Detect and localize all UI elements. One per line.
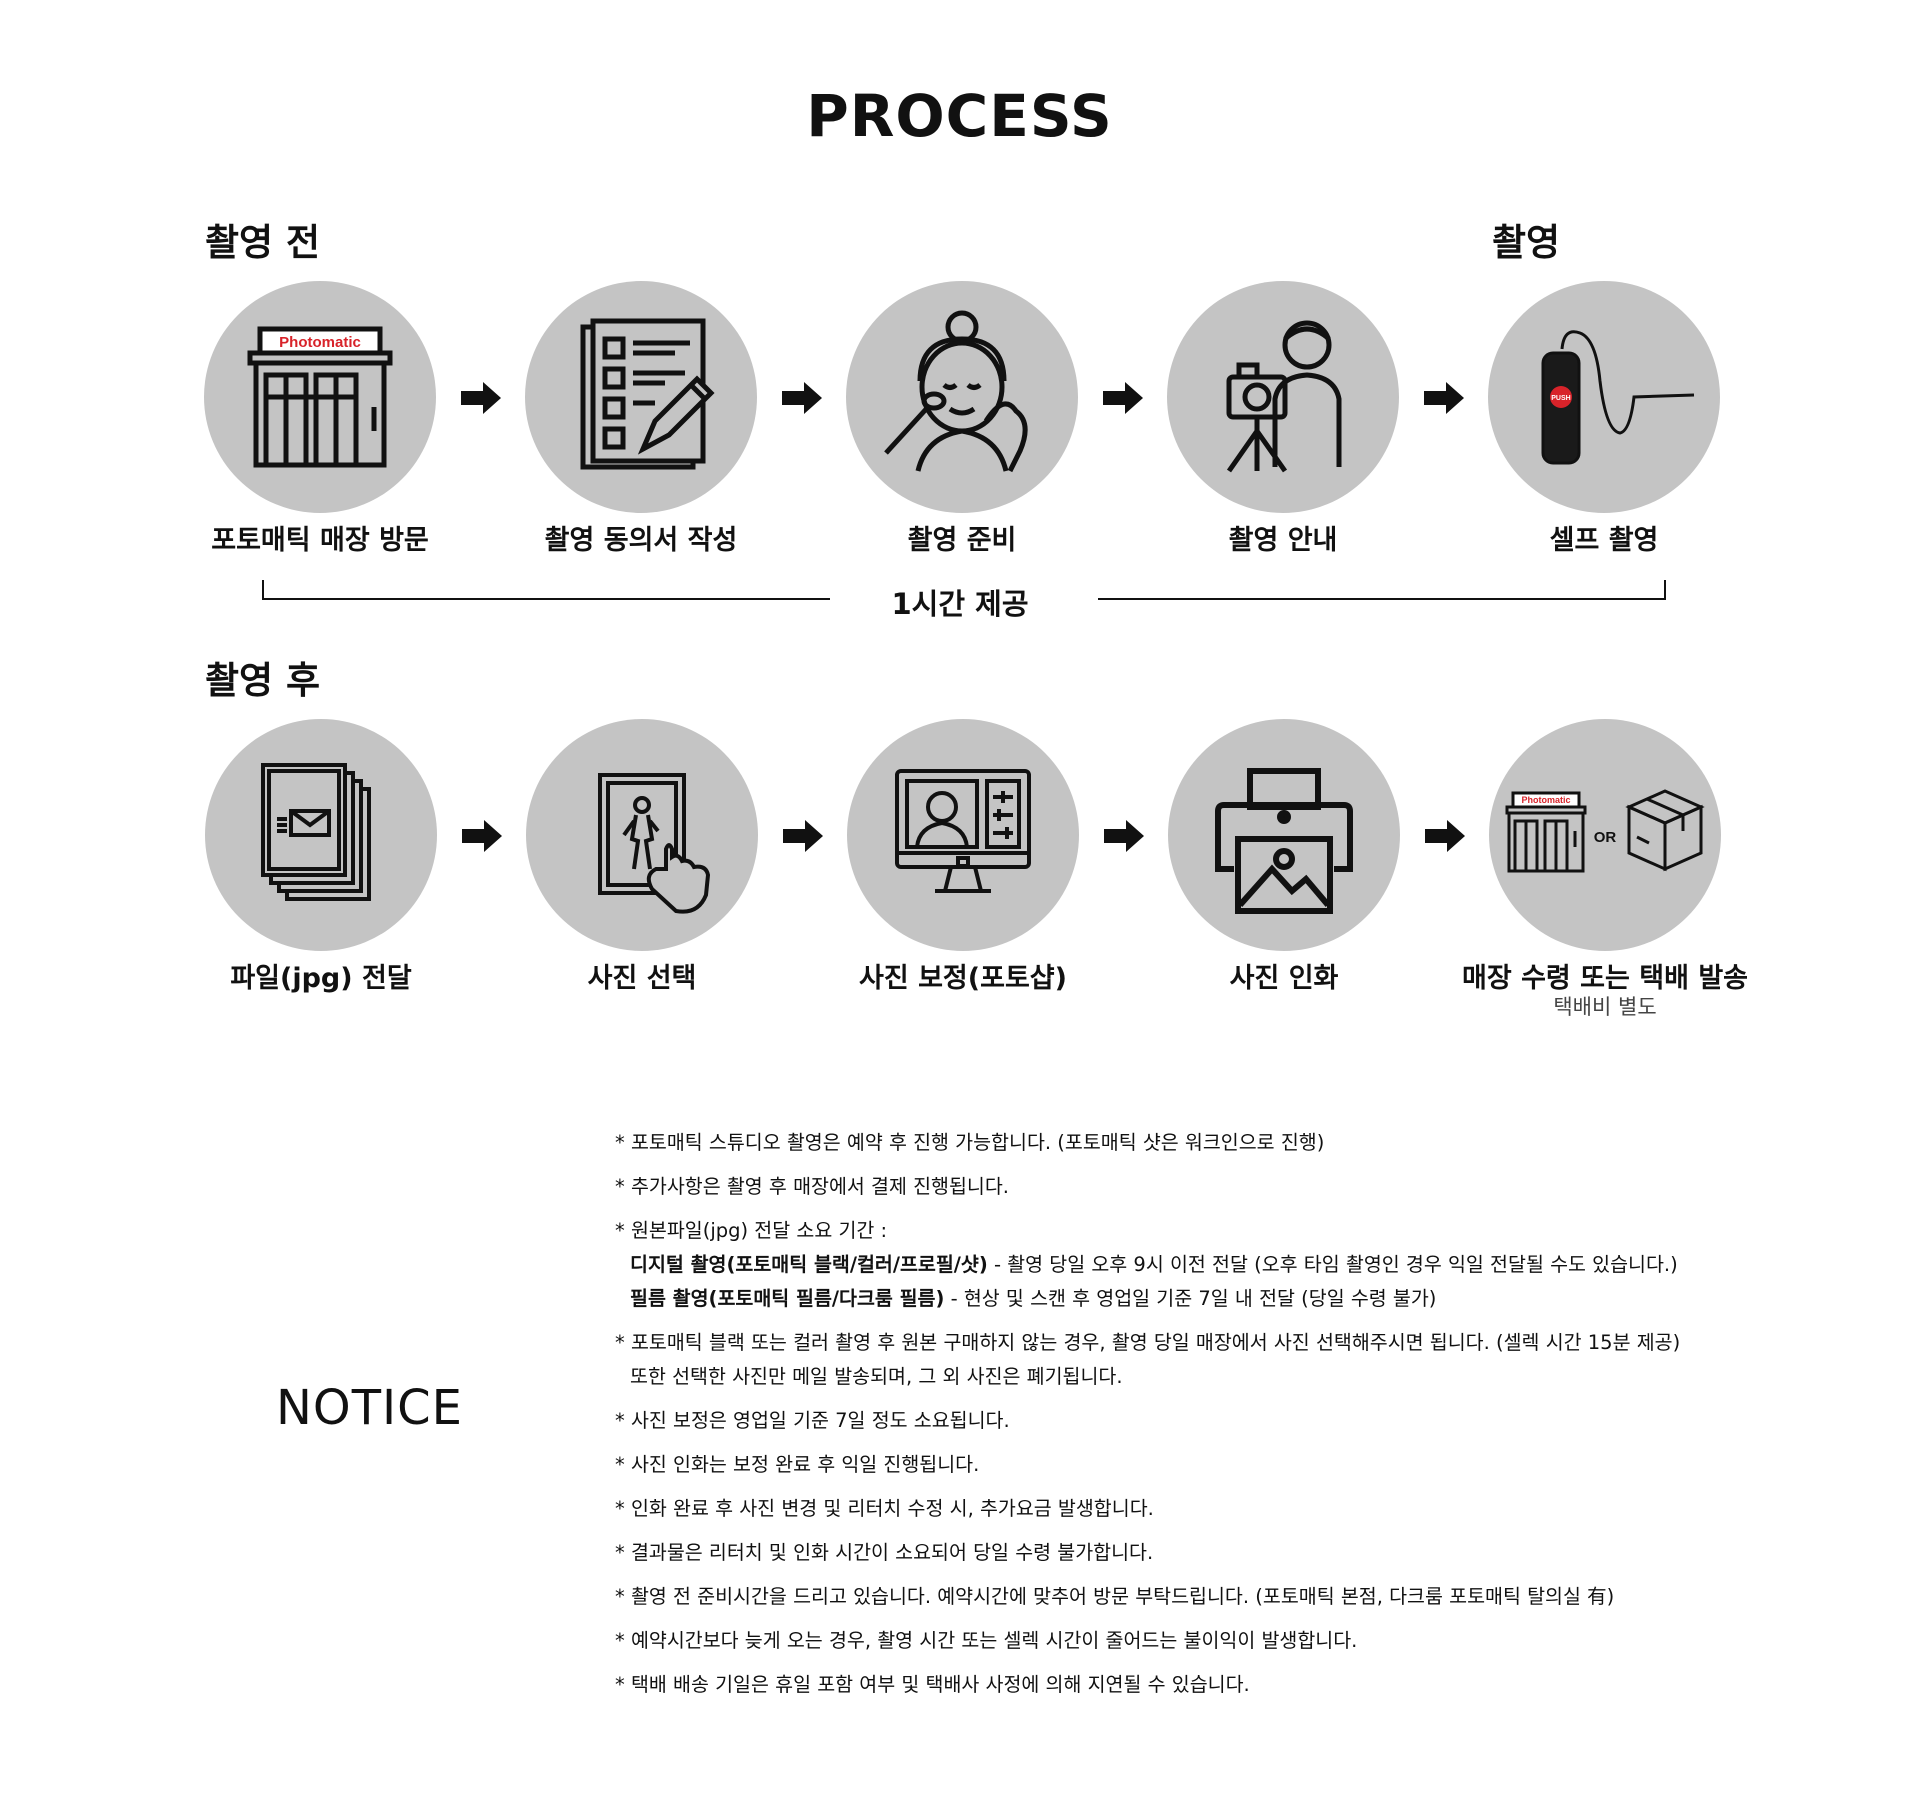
arrow-6 [783, 820, 823, 852]
arrow-7 [1104, 820, 1144, 852]
arrow-5 [462, 820, 502, 852]
section-after-title: 촬영 후 [205, 659, 321, 702]
duration-bracket-right [1098, 580, 1666, 600]
duration-bracket-left [262, 580, 830, 600]
step-guidance [1167, 281, 1399, 513]
notice-item: * 인화 완료 후 사진 변경 및 리터치 수정 시, 추가요금 발생합니다. [615, 1497, 1154, 1520]
film-label: 필름 촬영(포토매틱 필름/다크룸 필름) [630, 1287, 945, 1310]
notice-item: * 택배 배송 기일은 휴일 포함 여부 및 택배사 사정에 의해 지연될 수 … [615, 1673, 1250, 1696]
step-label-7: 사진 선택 [587, 963, 697, 994]
notice-item: * 원본파일(jpg) 전달 소요 기간 : [615, 1219, 888, 1242]
file-mail-icon [261, 763, 371, 901]
arrow-4 [1424, 382, 1464, 414]
remote-shutter-icon: PUSH [1541, 330, 1695, 465]
arrow-3 [1103, 382, 1143, 414]
store-sign-text: Photomatic [279, 334, 361, 351]
step-label-1: 포토매틱 매장 방문 [211, 525, 429, 556]
notice-item: * 예약시간보다 늦게 오는 경우, 촬영 시간 또는 셀렉 시간이 줄어드는 … [615, 1629, 1358, 1652]
storefront-icon: Photomatic [247, 326, 393, 468]
consent-form-icon [580, 318, 715, 470]
digital-label: 디지털 촬영(포토매틱 블랙/컬러/프로필/샷) [630, 1253, 988, 1276]
or-text: OR [1594, 829, 1617, 846]
step-store-visit: Photomatic [204, 281, 436, 513]
step-preparation [846, 281, 1078, 513]
section-before-title: 촬영 전 [205, 221, 321, 264]
step-label-6: 파일(jpg) 전달 [230, 963, 412, 994]
photographer-icon [1226, 320, 1342, 473]
notice-item: * 추가사항은 촬영 후 매장에서 결제 진행됩니다. [615, 1175, 1009, 1198]
notice-digital-line: 디지털 촬영(포토매틱 블랙/컬러/프로필/샷) - 촬영 당일 오후 9시 이… [615, 1248, 1815, 1282]
photo-retouch-icon [895, 769, 1031, 893]
step-label-10: 매장 수령 또는 택배 발송 [1462, 963, 1748, 994]
step-label-5: 셀프 촬영 [1549, 525, 1659, 556]
notice-item: * 사진 보정은 영업일 기준 7일 정도 소요됩니다. [615, 1409, 1010, 1432]
makeup-icon [884, 310, 1028, 473]
arrow-1 [461, 382, 501, 414]
notice-item: * 포토매틱 스튜디오 촬영은 예약 후 진행 가능합니다. (포토매틱 샷은 … [615, 1131, 1325, 1154]
notice-film-line: 필름 촬영(포토매틱 필름/다크룸 필름) - 현상 및 스캔 후 영업일 기준… [615, 1282, 1815, 1316]
arrow-8 [1425, 820, 1465, 852]
notice-list: * 포토매틱 스튜디오 촬영은 예약 후 진행 가능합니다. (포토매틱 샷은 … [615, 1126, 1815, 1712]
photo-select-icon [598, 773, 711, 914]
step-photo-select [526, 719, 758, 951]
duration-label: 1시간 제공 [891, 587, 1029, 621]
step-label-4: 촬영 안내 [1228, 525, 1338, 556]
notice-item: * 포토매틱 블랙 또는 컬러 촬영 후 원본 구매하지 않는 경우, 촬영 당… [615, 1331, 1681, 1354]
step-photo-print [1168, 719, 1400, 951]
push-button-text: PUSH [1551, 395, 1570, 402]
notice-item: * 사진 인화는 보정 완료 후 익일 진행됩니다. [615, 1453, 980, 1476]
step-label-3: 촬영 준비 [907, 525, 1017, 556]
step-label-9: 사진 인화 [1229, 963, 1339, 994]
notice-item-select: * 포토매틱 블랙 또는 컬러 촬영 후 원본 구매하지 않는 경우, 촬영 당… [615, 1326, 1815, 1394]
printer-icon [1215, 768, 1353, 914]
shipping-fee-note: 택배비 별도 [1553, 995, 1657, 1019]
step-label-8: 사진 보정(포토샵) [859, 963, 1067, 994]
arrow-2 [782, 382, 822, 414]
notice-item: * 촬영 전 준비시간을 드리고 있습니다. 예약시간에 맞추어 방문 부탁드립… [615, 1585, 1615, 1608]
step-consent-form [525, 281, 757, 513]
step-label-2: 촬영 동의서 작성 [544, 525, 738, 556]
digital-text: - 촬영 당일 오후 9시 이전 전달 (오후 타임 촬영인 경우 익일 전달될… [987, 1253, 1678, 1276]
film-text: - 현상 및 스캔 후 영업일 기준 7일 내 전달 (당일 수령 불가) [944, 1287, 1437, 1310]
store-sign-text-small: Photomatic [1521, 795, 1570, 805]
step-self-shoot: PUSH [1488, 281, 1720, 513]
notice-item: * 결과물은 리터치 및 인화 시간이 소요되어 당일 수령 불가합니다. [615, 1541, 1154, 1564]
section-shoot-title: 촬영 [1492, 221, 1561, 264]
step-photo-retouch [847, 719, 1079, 951]
notice-item-file-delivery: * 원본파일(jpg) 전달 소요 기간 : 디지털 촬영(포토매틱 블랙/컬러… [615, 1214, 1815, 1316]
step-file-delivery [205, 719, 437, 951]
store-or-box-icon: Photomatic OR [1505, 789, 1705, 873]
step-pickup-or-delivery: Photomatic OR [1489, 719, 1721, 951]
page-title: PROCESS [806, 82, 1113, 150]
notice-title: NOTICE [276, 1380, 464, 1436]
notice-select-extra: 또한 선택한 사진만 메일 발송되며, 그 외 사진은 폐기됩니다. [630, 1365, 1123, 1388]
